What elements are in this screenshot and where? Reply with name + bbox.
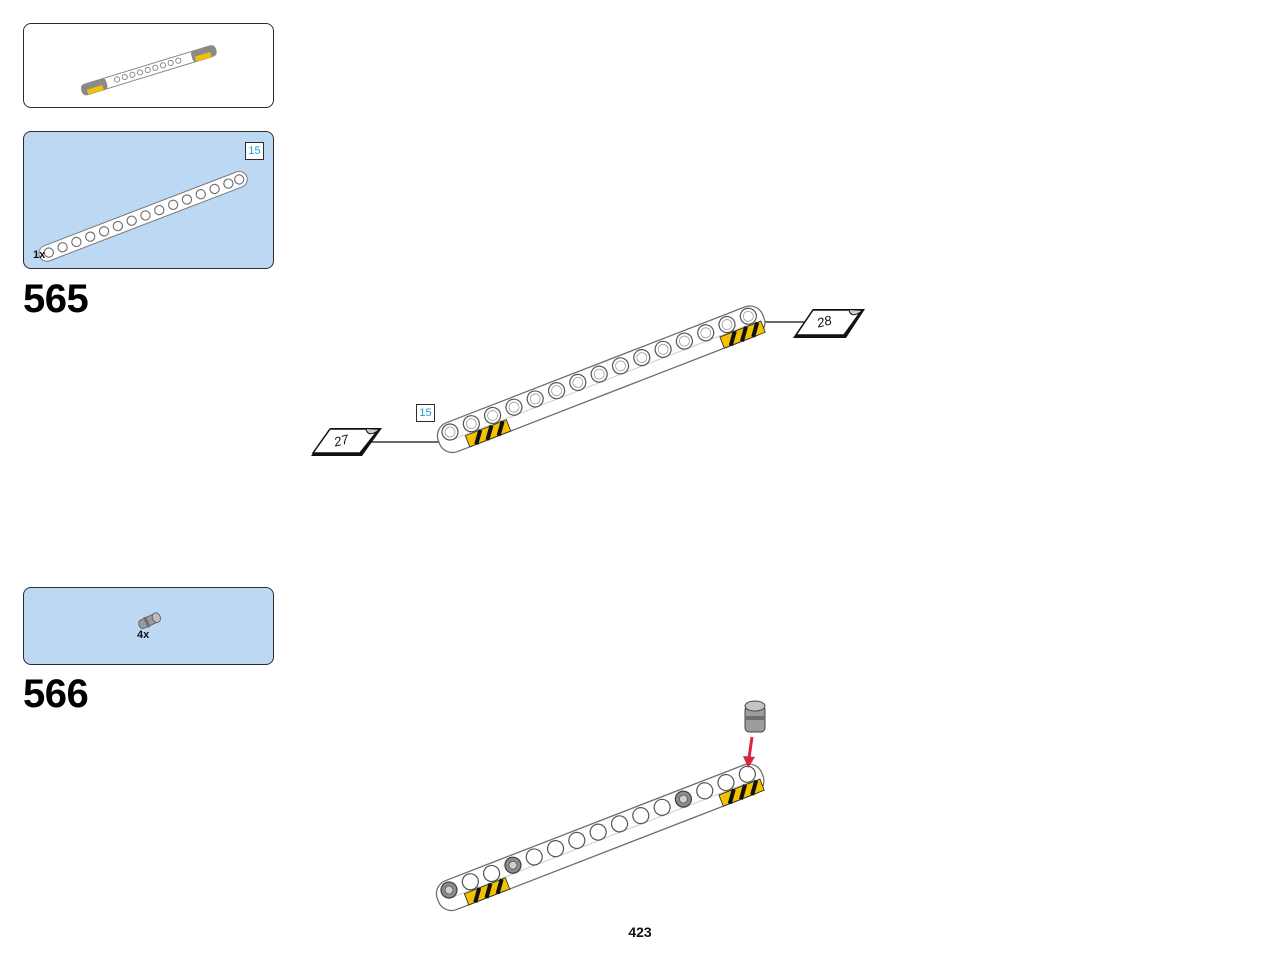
- step-565-parts-box: 15 1x: [23, 131, 274, 269]
- pin-part-image: [138, 612, 161, 629]
- step-566-parts-box: 4x: [23, 587, 274, 665]
- part-length-badge: 15: [245, 142, 264, 160]
- reference-flag-left: [311, 428, 382, 456]
- subassembly-preview-image: [81, 45, 217, 96]
- part-quantity: 1x: [33, 249, 46, 261]
- subassembly-overview-box: [23, 23, 274, 108]
- beam-length-badge: 15: [416, 404, 435, 422]
- beam-15-with-pins: [435, 763, 765, 912]
- beam-15: [436, 305, 766, 454]
- step-number: 566: [23, 672, 89, 716]
- insert-arrow: [743, 736, 755, 768]
- beam-15-part-image: [38, 170, 248, 262]
- part-quantity: 4x: [137, 629, 150, 641]
- pin-being-inserted: [744, 700, 766, 733]
- page-number: 423: [628, 924, 652, 940]
- step-number: 565: [23, 277, 89, 321]
- reference-flag-right: [793, 309, 865, 338]
